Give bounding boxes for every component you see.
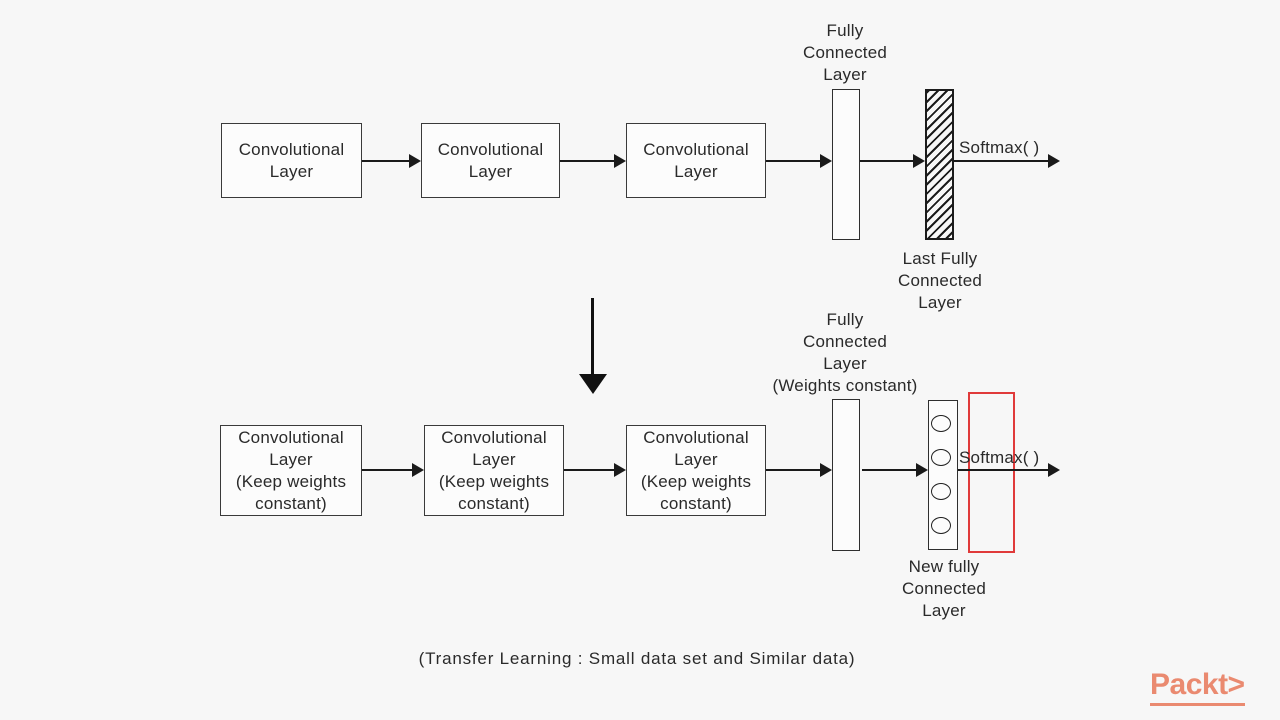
bottom-conv-layer-box-2: Convolutional Layer (Keep weights consta…: [424, 425, 564, 516]
arrow-right-icon: [564, 463, 626, 477]
box-label-line: Layer: [674, 161, 718, 181]
fully-connected-layer-label-bottom: Fully Connected Layer (Weights constant): [772, 310, 918, 395]
down-arrow-head-icon: [579, 374, 607, 394]
arrow-right-icon: [953, 154, 1060, 168]
arrow-right-icon: [766, 154, 832, 168]
arrow-right-icon: [362, 463, 424, 477]
softmax-label-bottom: Softmax( ): [959, 448, 1040, 467]
softmax-label-top: Softmax( ): [959, 138, 1040, 157]
arrow-right-icon: [862, 463, 928, 477]
box-label-line: Convolutional: [441, 427, 547, 447]
box-label-line: constant): [458, 493, 530, 513]
arrow-right-icon: [958, 463, 1060, 477]
neuron-circle-icon: [931, 517, 951, 534]
diagram-caption: (Transfer Learning : Small data set and …: [418, 649, 856, 668]
fully-connected-layer-rect-bottom: [832, 399, 860, 551]
box-label-line: constant): [255, 493, 327, 513]
box-label-line: (Keep weights: [438, 471, 550, 491]
arrow-right-icon: [766, 463, 832, 477]
neuron-circle-icon: [931, 483, 951, 500]
packt-logo: Packt>: [1150, 668, 1245, 706]
box-label-line: (Keep weights: [235, 471, 347, 491]
top-conv-layer-box-3: Convolutional Layer: [626, 123, 766, 198]
box-label-line: Convolutional: [643, 427, 749, 447]
fully-connected-layer-rect-top: [832, 89, 860, 240]
box-label-line: Convolutional: [437, 139, 544, 159]
box-label-line: Convolutional: [238, 139, 345, 159]
bottom-conv-layer-box-1: Convolutional Layer (Keep weights consta…: [220, 425, 362, 516]
new-fully-connected-layer-label: New fully Connected Layer: [901, 557, 987, 620]
box-label-line: Layer: [472, 449, 516, 469]
top-conv-layer-box-2: Convolutional Layer: [421, 123, 560, 198]
top-conv-layer-box-1: Convolutional Layer: [221, 123, 362, 198]
last-fully-connected-layer-label: Last Fully Connected Layer: [897, 249, 983, 312]
arrow-right-icon: [362, 154, 421, 168]
box-label-line: (Keep weights: [640, 471, 752, 491]
neuron-circle-icon: [931, 449, 951, 466]
box-label-line: Layer: [269, 449, 313, 469]
new-fully-connected-layer-rect: [928, 400, 958, 550]
bottom-conv-layer-box-3: Convolutional Layer (Keep weights consta…: [626, 425, 766, 516]
last-fully-connected-layer-rect: [925, 89, 954, 240]
box-label-line: Convolutional: [643, 139, 749, 159]
fully-connected-layer-label-top: Fully Connected Layer: [802, 21, 888, 84]
box-label-line: Convolutional: [238, 427, 344, 447]
red-highlight-rect: [968, 392, 1015, 553]
box-label-line: constant): [660, 493, 732, 513]
arrow-right-icon: [560, 154, 626, 168]
box-label-line: Layer: [468, 161, 513, 181]
down-arrow-icon: [591, 298, 594, 376]
neuron-circle-icon: [931, 415, 951, 432]
arrow-right-icon: [860, 154, 925, 168]
box-label-line: Layer: [674, 449, 718, 469]
box-label-line: Layer: [269, 161, 314, 181]
